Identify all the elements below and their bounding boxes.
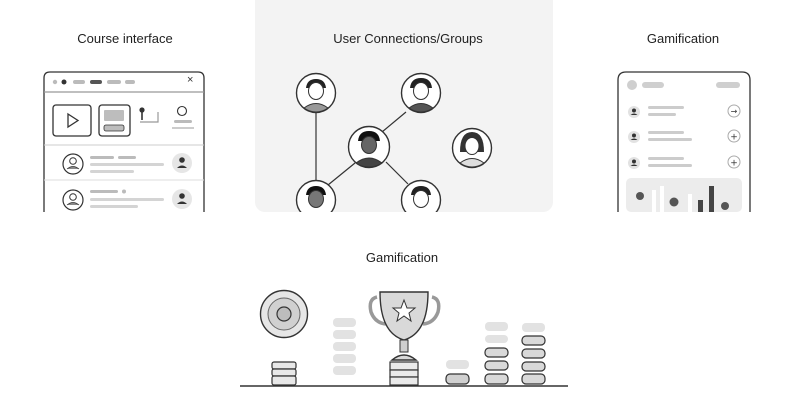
medal-icon [259,289,309,339]
course-list-row-1 [62,153,192,175]
leaderboard-row-1: → [628,104,741,118]
window-close-icon[interactable]: × [187,74,194,86]
svg-text:→: → [731,107,738,116]
svg-text:+: + [730,133,738,143]
user-avatar-isolated [451,127,493,169]
play-icon [67,112,80,129]
leaderboard-row-2: + [628,129,741,143]
user-avatar-top-right [400,72,442,114]
activity-chart [626,178,742,212]
coin-stack-tall [521,323,546,385]
gamification-app-title: Gamification [646,31,720,46]
gamification-rewards-title: Gamification [365,250,439,265]
user-avatar-bottom-left [295,179,337,221]
user-connections-title: User Connections/Groups [333,31,483,46]
course-list-row-2 [62,189,192,211]
coin-stack-medium [484,322,509,385]
course-interface-title: Course interface [77,31,173,46]
user-avatar-bottom-right [400,179,442,221]
video-play-tile [52,104,92,137]
trophy-icon [368,291,441,386]
coin-stack-under-medal [271,361,297,386]
user-avatar-center [347,125,391,169]
leaderboard-row-3: + [628,155,741,169]
svg-text:+: + [730,159,738,169]
user-avatar-top-left [295,72,337,114]
light-coin-stack [333,318,356,375]
